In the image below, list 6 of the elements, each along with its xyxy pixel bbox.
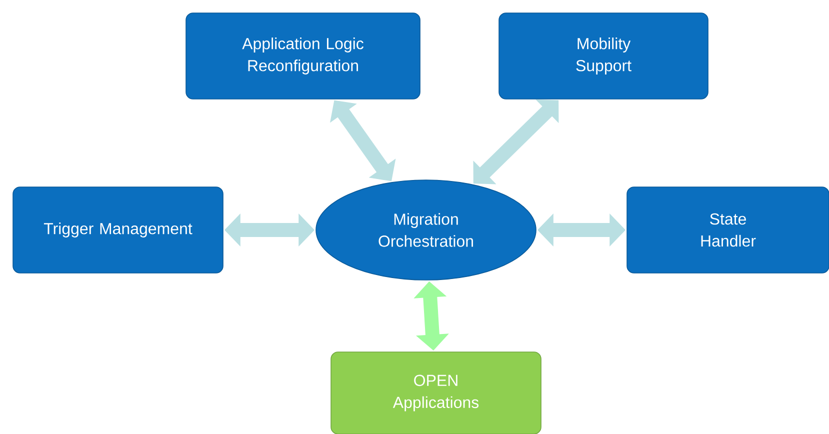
process-box: State Handler	[626, 186, 829, 274]
process-box: Mobility Support	[498, 12, 708, 100]
double-arrow	[473, 100, 559, 184]
process-box: Trigger Management	[12, 186, 224, 274]
process-box: OPEN Applications	[330, 352, 542, 434]
process-box: Application Logic Reconfiguration	[186, 12, 420, 100]
